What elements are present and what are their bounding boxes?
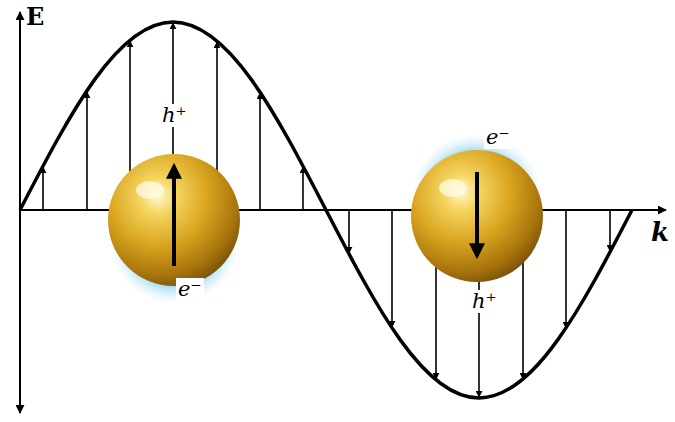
gold-sphere bbox=[411, 150, 543, 282]
sine-wave bbox=[20, 22, 632, 398]
gold-sphere bbox=[108, 154, 240, 286]
e-axis bbox=[19, 12, 21, 212]
highlight bbox=[136, 181, 164, 199]
charge-label: e⁻ bbox=[484, 126, 512, 149]
highlight bbox=[439, 179, 467, 197]
e-axis bbox=[19, 210, 21, 413]
charge-label: h⁺ bbox=[470, 290, 499, 313]
axis-label: k bbox=[651, 218, 669, 247]
axis-label: E bbox=[26, 4, 44, 30]
charge-label: e⁻ bbox=[176, 278, 204, 301]
dipole-arrow bbox=[172, 166, 176, 266]
dipole-arrow bbox=[475, 172, 479, 256]
charge-label: h⁺ bbox=[160, 104, 189, 127]
